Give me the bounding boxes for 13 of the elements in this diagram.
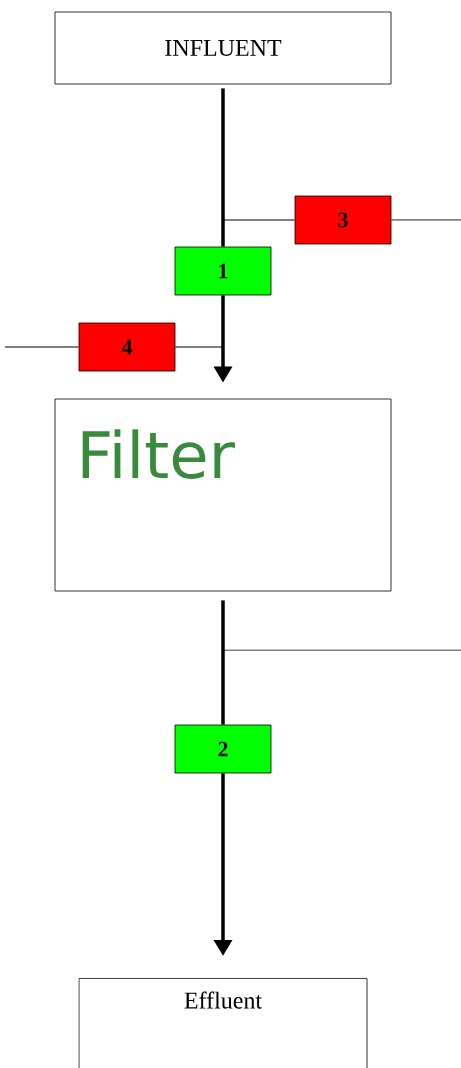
connector-line [222, 219, 296, 221]
process-box: INFLUENT [54, 11, 392, 85]
filter-box: Filter [54, 398, 392, 592]
connector-line [174, 346, 224, 348]
numbered-box: 3 [294, 195, 392, 245]
numbered-box: 1 [174, 246, 272, 296]
connector-line [221, 88, 225, 247]
connector-line [221, 600, 225, 725]
connector-line [390, 219, 461, 221]
numbered-box: 4 [78, 322, 176, 372]
connector-line [4, 346, 80, 348]
numbered-box: 2 [174, 724, 272, 774]
process-box: Effluent [78, 978, 368, 1068]
